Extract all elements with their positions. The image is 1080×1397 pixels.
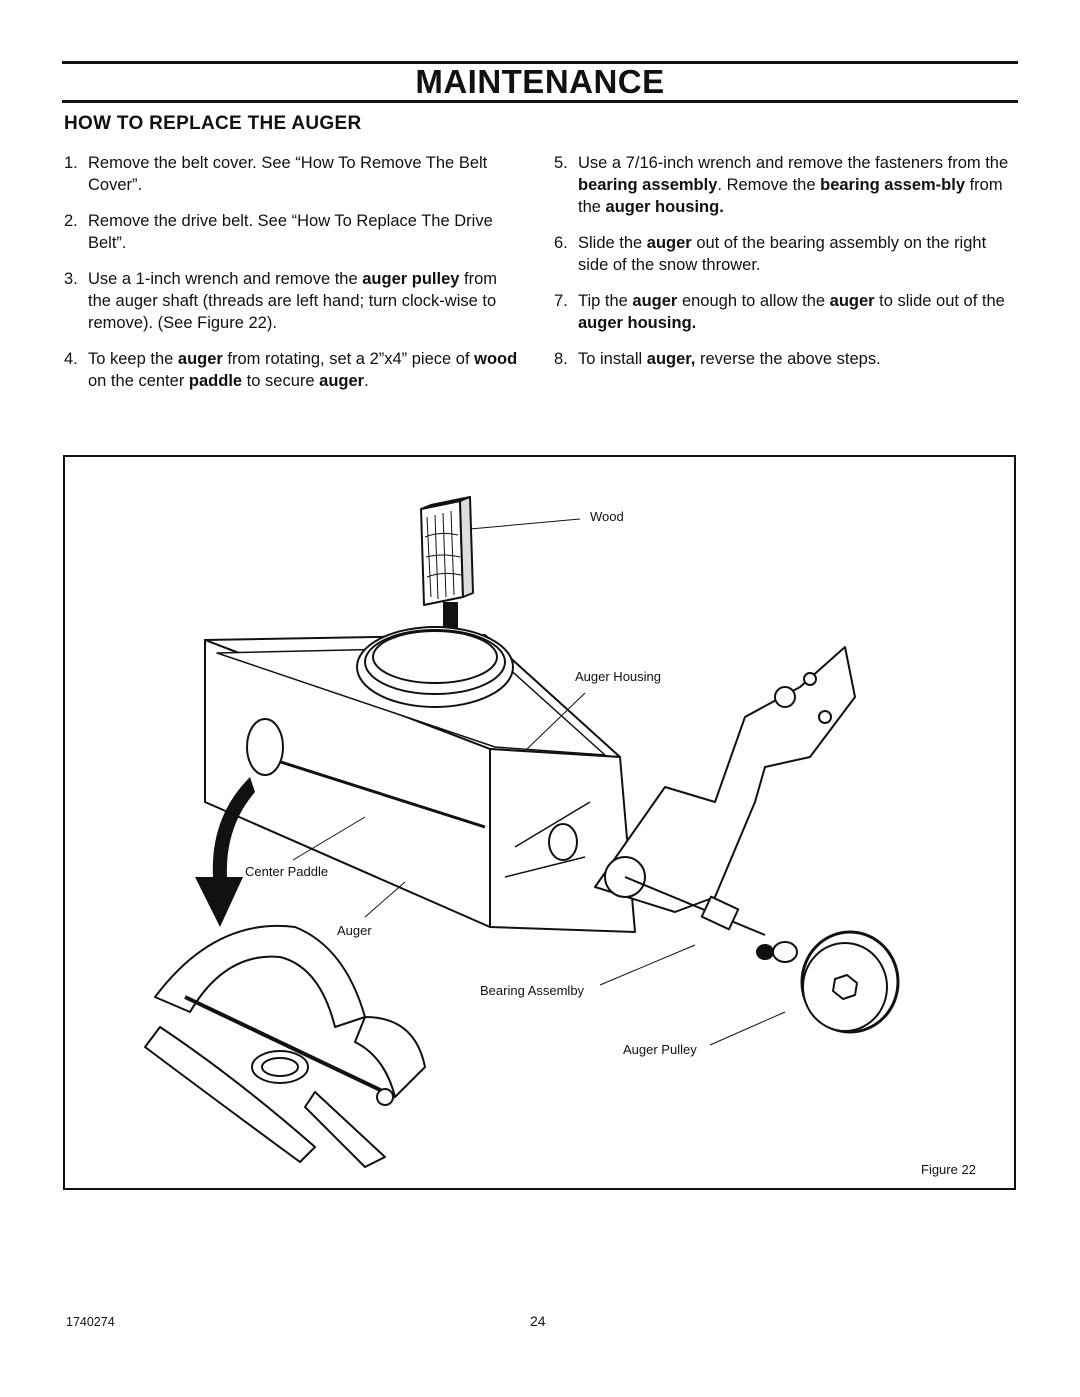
step-text-bold: auger housing. bbox=[605, 198, 724, 216]
step-text: Remove the drive belt. See “How To Repla… bbox=[88, 210, 524, 254]
step-text-run: Remove the belt cover. See “How To Remov… bbox=[88, 154, 488, 194]
section-heading: HOW TO REPLACE THE AUGER bbox=[64, 113, 362, 134]
step-text-bold: wood bbox=[474, 350, 518, 368]
page-title: MAINTENANCE bbox=[415, 63, 665, 100]
step-text-bold: auger pulley bbox=[362, 270, 460, 288]
step-text-run: To install bbox=[578, 350, 647, 368]
step-item: 3. Use a 1-inch wrench and remove the aug… bbox=[64, 268, 524, 334]
step-text-run: To keep the bbox=[88, 350, 178, 368]
step-number: 6. bbox=[554, 234, 568, 252]
step-text-bold: auger bbox=[177, 350, 223, 368]
step-text-bold: paddle bbox=[188, 372, 243, 390]
step-text-bold: auger bbox=[829, 292, 875, 310]
auger-assembly bbox=[144, 924, 426, 1168]
step-text-run: enough to allow the bbox=[677, 292, 830, 310]
step-text-run: . bbox=[364, 372, 369, 390]
step-text-run: Remove the drive belt. See “How To Repla… bbox=[88, 212, 493, 252]
step-text-run: Use a 7/16-inch wrench and remove the fa… bbox=[578, 154, 1009, 172]
auger-exploded-illustration bbox=[144, 496, 900, 1168]
wood-block bbox=[420, 496, 474, 606]
step-item: 6. Slide the auger out of the bearing ass… bbox=[554, 232, 1016, 276]
part-number: 1740274 bbox=[66, 1315, 115, 1329]
step-text: Use a 1-inch wrench and remove the auger… bbox=[88, 268, 524, 334]
step-text-run: Use a 1-inch wrench and remove the bbox=[88, 270, 363, 288]
step-text-run: to secure bbox=[242, 372, 320, 390]
step-text: Use a 7/16-inch wrench and remove the fa… bbox=[578, 152, 1016, 218]
step-text-bold: auger housing. bbox=[578, 314, 697, 332]
header-rule-bottom bbox=[62, 100, 1018, 103]
step-number: 1. bbox=[64, 154, 78, 172]
callout-auger-housing: Auger Housing bbox=[575, 669, 661, 684]
callout-center-paddle: Center Paddle bbox=[245, 864, 329, 879]
step-number: 7. bbox=[554, 292, 568, 310]
step-text-bold: bearing assem-bly bbox=[820, 176, 966, 194]
steps-column-right: 5. Use a 7/16-inch wrench and remove the … bbox=[554, 152, 1016, 384]
step-text-bold: auger bbox=[646, 234, 692, 252]
bearing-bracket bbox=[594, 646, 856, 913]
step-text-run: to slide out of the bbox=[874, 292, 1005, 310]
figure-caption: Figure 22 bbox=[921, 1162, 976, 1177]
step-number: 4. bbox=[64, 350, 78, 368]
step-text-run: from the auger shaft (threads are left h… bbox=[88, 270, 498, 332]
step-text: Tip the auger enough to allow the auger … bbox=[578, 290, 1016, 334]
step-item: 1. Remove the belt cover. See “How To Rem… bbox=[64, 152, 524, 196]
callout-bearing-assembly: Bearing Assemlby bbox=[480, 983, 585, 998]
step-number: 5. bbox=[554, 154, 568, 172]
step-number: 3. bbox=[64, 270, 78, 288]
step-text-run: . Remove the bbox=[717, 176, 821, 194]
step-item: 8. To install auger, reverse the above st… bbox=[554, 348, 1016, 370]
page-number: 24 bbox=[530, 1313, 546, 1329]
figure-22: Wood Auger Housing Center Paddle Auger B… bbox=[63, 455, 1016, 1190]
step-item: 4. To keep the auger from rotating, set a… bbox=[64, 348, 524, 392]
step-number: 8. bbox=[554, 350, 568, 368]
step-text-run: on the center bbox=[88, 372, 189, 390]
step-number: 2. bbox=[64, 212, 78, 230]
step-text-bold: bearing assembly bbox=[578, 176, 718, 194]
steps-column-left: 1. Remove the belt cover. See “How To Rem… bbox=[64, 152, 524, 406]
rotation-arrow bbox=[195, 777, 255, 927]
callout-auger-pulley: Auger Pulley bbox=[623, 1042, 697, 1057]
shaft-and-fasteners bbox=[624, 876, 798, 963]
callout-auger: Auger bbox=[337, 923, 372, 938]
step-text-run: from the bbox=[578, 176, 1003, 216]
step-text: To install auger, reverse the above step… bbox=[578, 348, 881, 370]
step-text: To keep the auger from rotating, set a 2… bbox=[88, 348, 524, 392]
step-item: 5. Use a 7/16-inch wrench and remove the … bbox=[554, 152, 1016, 218]
callout-leaders bbox=[292, 518, 786, 1046]
header-rule-top bbox=[62, 61, 1018, 64]
auger-housing bbox=[204, 626, 636, 933]
step-text-run: Tip the bbox=[578, 292, 633, 310]
auger-pulley bbox=[800, 930, 900, 1034]
step-text-bold: auger bbox=[319, 372, 365, 390]
step-text: Remove the belt cover. See “How To Remov… bbox=[88, 152, 524, 196]
callout-wood: Wood bbox=[590, 509, 624, 524]
step-text-run: Slide the bbox=[578, 234, 647, 252]
step-text-run: out of the bearing assembly on the right… bbox=[578, 234, 987, 274]
step-text: Slide the auger out of the bearing assem… bbox=[578, 232, 1016, 276]
step-text-bold: auger bbox=[632, 292, 678, 310]
step-text-run: from rotating, set a 2”x4” piece of bbox=[222, 350, 475, 368]
step-text-bold: auger, bbox=[646, 350, 696, 368]
step-item: 2. Remove the drive belt. See “How To Rep… bbox=[64, 210, 524, 254]
step-text-run: reverse the above steps. bbox=[695, 350, 881, 368]
step-item: 7. Tip the auger enough to allow the auge… bbox=[554, 290, 1016, 334]
